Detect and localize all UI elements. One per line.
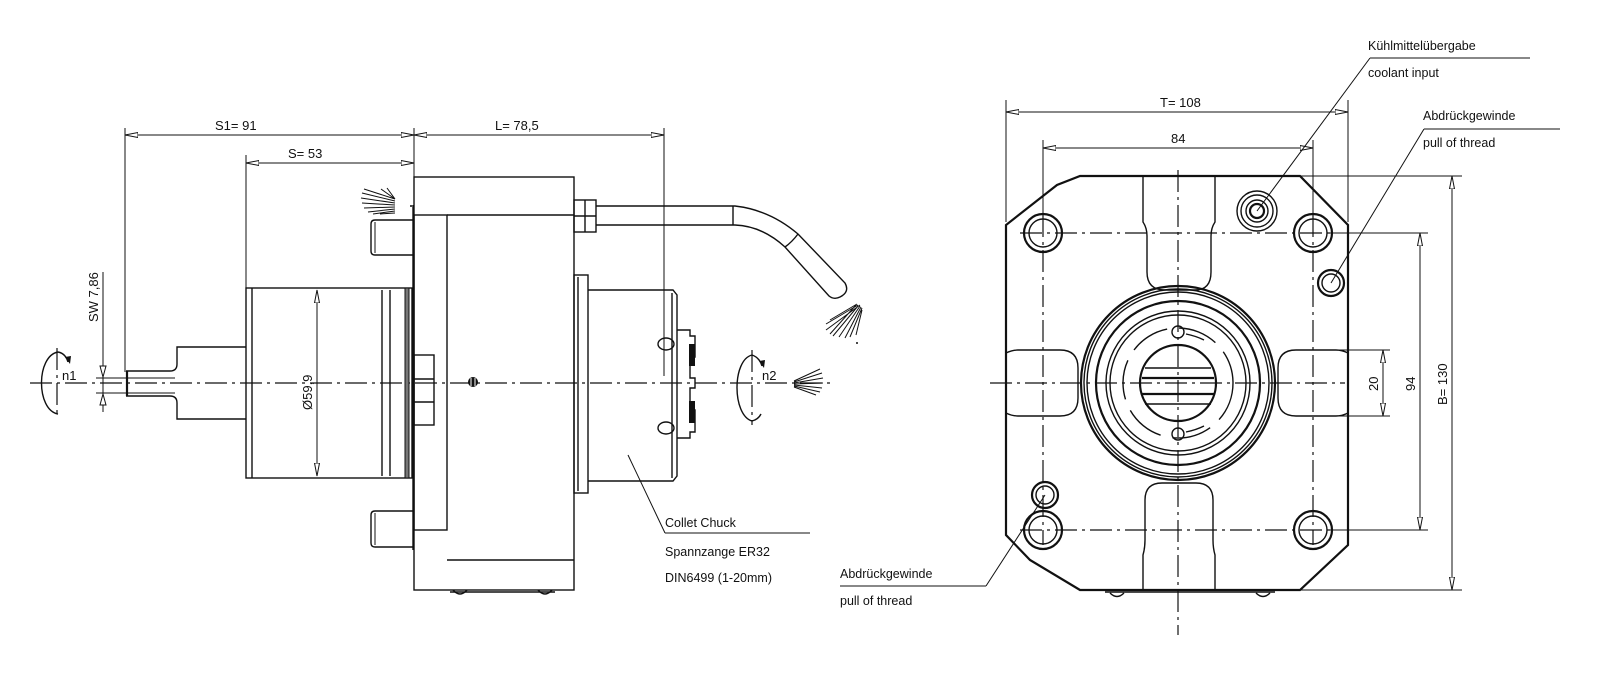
rotation-n2-icon bbox=[736, 350, 765, 425]
flange-plate bbox=[413, 214, 448, 531]
dim-84: 84 bbox=[1171, 131, 1185, 146]
callout-pull-thread-bottom-subtitle: pull of thread bbox=[840, 594, 912, 608]
front-view: T= 108 84 B= 130 94 20 Kühlmittelübergab… bbox=[840, 39, 1560, 635]
coolant-spray-icon bbox=[360, 187, 396, 215]
rotation-n1-label: n1 bbox=[62, 368, 76, 383]
callout-coolant-subtitle: coolant input bbox=[1368, 66, 1439, 80]
coolant-spray-icon bbox=[793, 368, 824, 396]
pull-thread-hole bbox=[1316, 268, 1346, 298]
dim-b: B= 130 bbox=[1435, 363, 1450, 405]
dim-t: T= 108 bbox=[1160, 95, 1201, 110]
rotation-n2-label: n2 bbox=[762, 368, 776, 383]
dim-sw: SW 7,86 bbox=[86, 272, 101, 322]
dim-20: 20 bbox=[1366, 377, 1381, 391]
callout-pull-thread-top-subtitle: pull of thread bbox=[1423, 136, 1495, 150]
side-view: n1 SW 7,86 S1= 91 S= 53 L= 78,5 bbox=[30, 118, 863, 595]
pull-thread-hole bbox=[1030, 480, 1060, 510]
dim-94: 94 bbox=[1403, 377, 1418, 391]
callout-collet-chuck-line2: Spannzange ER32 bbox=[665, 545, 770, 559]
callout-pull-thread-bottom-title: Abdrückgewinde bbox=[840, 567, 932, 581]
coolant-port bbox=[1236, 190, 1278, 232]
callout-collet-chuck-title: Collet Chuck bbox=[665, 516, 737, 530]
dim-s1: S1= 91 bbox=[215, 118, 257, 133]
dim-l: L= 78,5 bbox=[495, 118, 539, 133]
coolant-pipe bbox=[596, 205, 848, 299]
dim-s: S= 53 bbox=[288, 146, 322, 161]
spindle-cylinder bbox=[245, 287, 413, 479]
front-plate bbox=[1004, 174, 1350, 592]
mounting-hole bbox=[1022, 509, 1064, 551]
rotation-n1-icon bbox=[40, 348, 71, 418]
coolant-spray-icon bbox=[825, 303, 863, 339]
spindle-face bbox=[1079, 284, 1277, 482]
slot-bottom bbox=[1142, 482, 1216, 590]
shaft bbox=[126, 346, 246, 372]
callout-coolant-title: Kühlmittelübergabe bbox=[1368, 39, 1476, 53]
callout-collet-chuck-line3: DIN6499 (1-20mm) bbox=[665, 571, 772, 585]
callout-pull-thread-top-title: Abdrückgewinde bbox=[1423, 109, 1515, 123]
dim-diameter: Ø59,9 bbox=[300, 375, 315, 410]
slot-top bbox=[1142, 176, 1216, 291]
slot-left bbox=[1005, 349, 1079, 417]
